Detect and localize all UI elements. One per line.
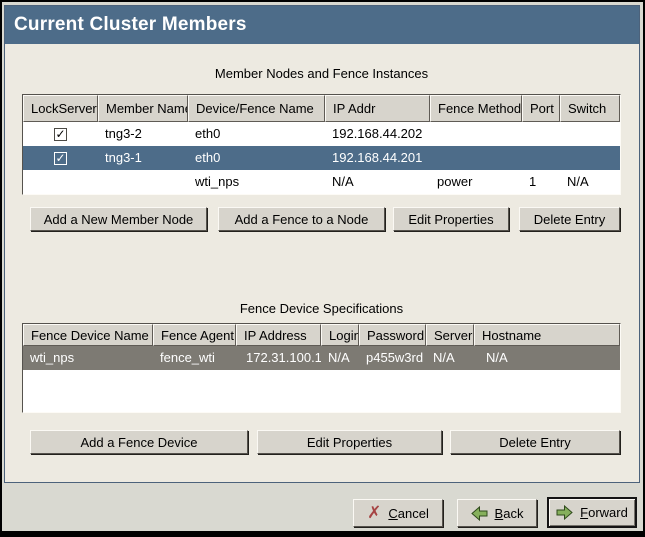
forward-button[interactable]: Forward	[547, 497, 637, 528]
back-button[interactable]: Back	[457, 499, 537, 527]
hostname-cell: N/A	[486, 350, 508, 365]
add-fence-to-node-button[interactable]: Add a Fence to a Node	[218, 207, 385, 231]
fence-device-name-cell: wti_nps	[30, 350, 75, 365]
device-fence-name-cell: wti_nps	[195, 174, 240, 189]
device-fence-name-cell: eth0	[195, 126, 221, 141]
member-table: LockServer? Member Name Device/Fence Nam…	[22, 94, 621, 195]
column-header-switch[interactable]: Switch	[560, 95, 620, 122]
member-table-header-row: LockServer? Member Name Device/Fence Nam…	[23, 95, 620, 122]
ip-addr-cell: N/A	[332, 174, 354, 189]
lockserver-checkbox[interactable]: ✓	[54, 150, 67, 165]
back-button-label: Back	[494, 505, 524, 521]
fence-method-cell: power	[437, 174, 473, 189]
cancel-x-icon: ✗	[367, 503, 382, 522]
fence-table-header-row: Fence Device Name Fence Agent IP Address…	[23, 324, 620, 346]
add-fence-device-button[interactable]: Add a Fence Device	[30, 430, 248, 454]
lockserver-cell: ✓	[23, 146, 98, 170]
column-header-member-name[interactable]: Member Name	[98, 95, 188, 122]
port-cell	[522, 146, 560, 170]
fence-method-cell	[430, 146, 522, 170]
column-header-fence-method[interactable]: Fence Method	[430, 95, 522, 122]
cancel-button-label: Cancel	[388, 505, 429, 521]
lockserver-cell: ✓	[23, 122, 98, 146]
switch-cell	[560, 122, 620, 146]
member-edit-properties-button[interactable]: Edit Properties	[393, 207, 509, 231]
member-name-cell: tng3-2	[105, 126, 142, 141]
switch-cell: N/A	[567, 174, 589, 189]
member-table-caption: Member Nodes and Fence Instances	[214, 66, 429, 81]
member-delete-entry-button[interactable]: Delete Entry	[519, 207, 620, 231]
ip-addr-cell: 192.168.44.201	[332, 150, 423, 165]
member-name-cell: tng3-1	[105, 150, 142, 165]
column-header-lockserver[interactable]: LockServer?	[23, 95, 98, 122]
cancel-button[interactable]: ✗ Cancel	[353, 499, 443, 527]
column-header-password[interactable]: Password	[359, 324, 426, 346]
member-row-wti-nps[interactable]: wti_nps N/A power 1 N/A	[23, 170, 620, 194]
fence-agent-cell: fence_wti	[160, 350, 215, 365]
port-cell	[522, 122, 560, 146]
login-cell: N/A	[328, 350, 350, 365]
lockserver-checkbox[interactable]: ✓	[54, 126, 67, 141]
fence-delete-entry-button[interactable]: Delete Entry	[450, 430, 620, 454]
column-header-server[interactable]: Server	[426, 324, 474, 346]
fence-edit-properties-button[interactable]: Edit Properties	[257, 430, 442, 454]
column-header-fence-device-name[interactable]: Fence Device Name	[23, 324, 153, 346]
switch-cell	[560, 146, 620, 170]
column-header-device-fence-name[interactable]: Device/Fence Name	[188, 95, 325, 122]
fence-method-cell	[430, 122, 522, 146]
page-title: Current Cluster Members	[14, 14, 247, 35]
fence-device-table: Fence Device Name Fence Agent IP Address…	[22, 323, 621, 413]
column-header-fence-agent[interactable]: Fence Agent	[153, 324, 236, 346]
back-arrow-icon	[470, 505, 488, 521]
member-row-tng3-2[interactable]: ✓ tng3-2 eth0 192.168.44.202	[23, 122, 620, 146]
member-row-tng3-1-selected[interactable]: ✓ tng3-1 eth0 192.168.44.201	[23, 146, 620, 170]
fence-device-row-wti-nps-selected[interactable]: wti_nps fence_wti 172.31.100.1 N/A p455w…	[23, 346, 620, 370]
column-header-ip-addr[interactable]: IP Addr	[325, 95, 430, 122]
member-name-cell	[98, 170, 188, 194]
column-header-ip-address[interactable]: IP Address	[236, 324, 321, 346]
titlebar: Current Cluster Members	[5, 6, 639, 44]
forward-button-label: Forward	[580, 505, 628, 520]
column-header-port[interactable]: Port	[522, 95, 560, 122]
forward-arrow-icon	[556, 505, 573, 520]
add-member-node-button[interactable]: Add a New Member Node	[30, 207, 207, 231]
column-header-hostname[interactable]: Hostname	[474, 324, 620, 346]
ip-address-cell: 172.31.100.1	[246, 350, 321, 365]
ip-addr-cell: 192.168.44.202	[332, 126, 423, 141]
password-cell: p455w3rd	[366, 350, 424, 365]
device-fence-name-cell: eth0	[195, 150, 221, 165]
server-cell: N/A	[433, 350, 455, 365]
port-cell: 1	[529, 174, 537, 189]
lockserver-cell	[23, 170, 98, 194]
column-header-login[interactable]: Login	[321, 324, 359, 346]
fence-table-caption: Fence Device Specifications	[239, 301, 404, 316]
